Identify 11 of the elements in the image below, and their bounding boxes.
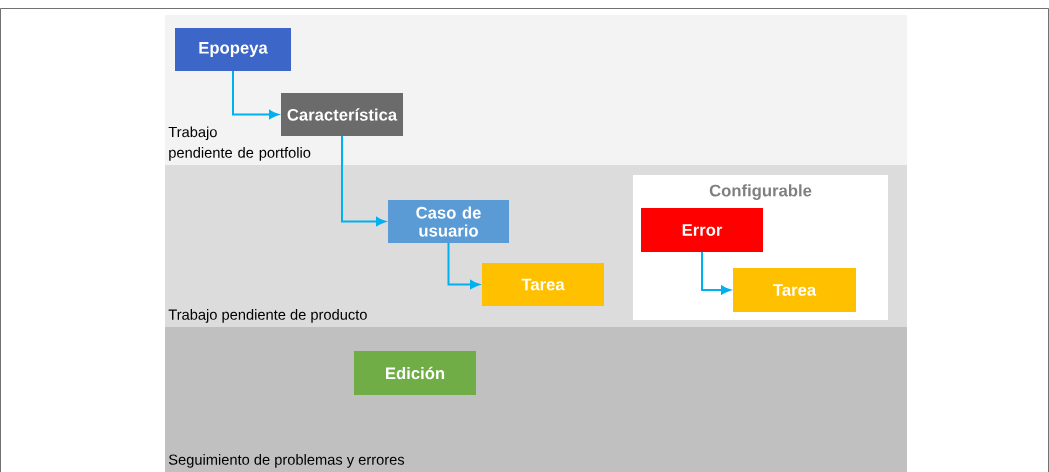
process-box: Tarea: [482, 263, 604, 306]
arrow: [701, 251, 731, 295]
arrow: [341, 135, 386, 226]
process-box: Caso de usuario: [388, 200, 509, 243]
process-box: Tarea: [733, 268, 856, 312]
process-box: Característica: [281, 93, 403, 136]
process-box: Epopeya: [175, 28, 291, 71]
process-box: Edición: [354, 351, 476, 395]
arrow: [447, 242, 480, 289]
process-box: Error: [641, 208, 763, 252]
arrow: [232, 70, 279, 119]
